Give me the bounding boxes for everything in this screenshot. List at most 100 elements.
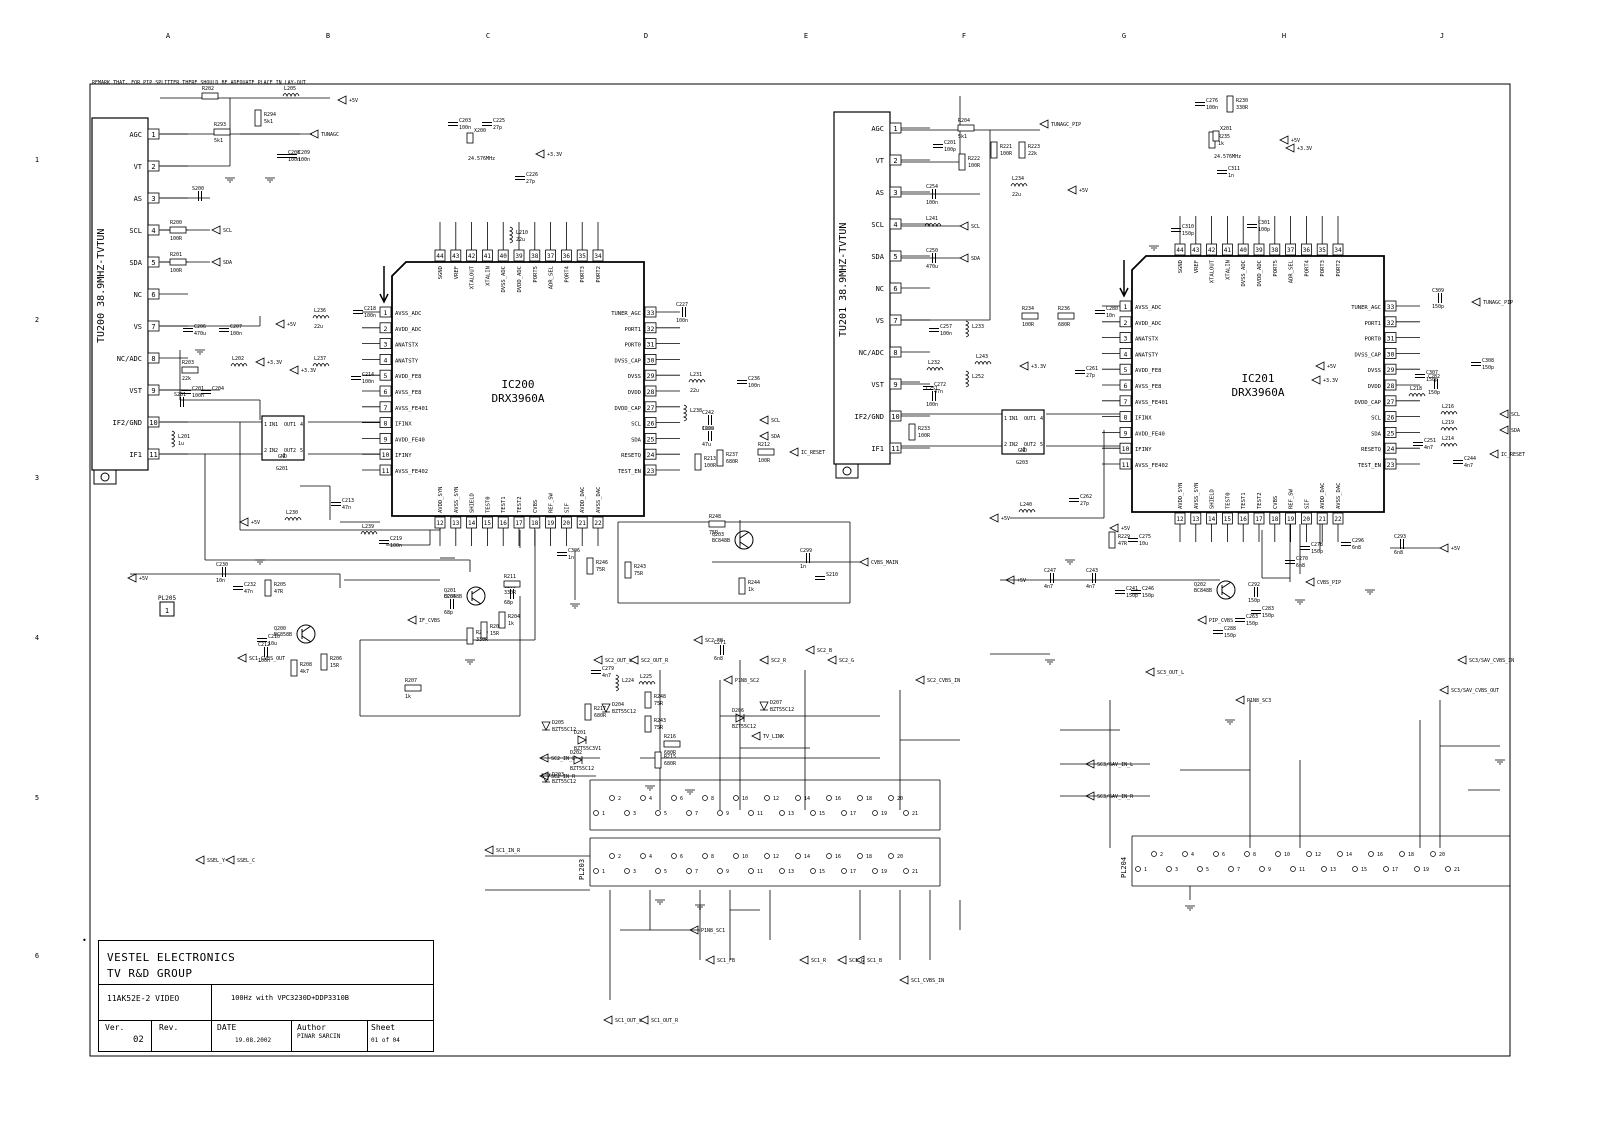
connector-pin-number: 11 (757, 869, 763, 875)
capacitor-icon (708, 415, 712, 425)
connector-pin-icon (702, 795, 708, 801)
component-value: 100p (944, 147, 956, 153)
ic-pin-box (450, 516, 462, 529)
component-value: 47n (342, 505, 351, 511)
capacitor-icon (1095, 310, 1105, 314)
ic-pin-number: 3 (384, 341, 388, 349)
ground-icon (265, 177, 275, 183)
component-ref: R248 (654, 694, 666, 700)
company-name: VESTEL ELECTRONICS (107, 951, 236, 964)
ic-pin-box (379, 353, 392, 365)
component-ref: C230 (216, 562, 228, 568)
component-value: BZT55C12 (552, 727, 576, 733)
ic-pin-number: 35 (579, 253, 587, 260)
component-value: 100R (170, 236, 183, 242)
component-value: 100p (1258, 227, 1270, 233)
crystal-frequency: 24.576MHz (1214, 154, 1241, 160)
component-ref: L230 (286, 510, 298, 516)
component-ref: S210 (826, 572, 838, 578)
connector-pin-icon (717, 868, 723, 874)
connector-pin-icon (1166, 866, 1172, 872)
ic-pin-name: AVSS_FE402 (1135, 463, 1168, 469)
saw-body (261, 415, 305, 461)
net-label: SSEL_Y (207, 858, 225, 864)
connector-pin-icon (810, 868, 816, 874)
component-value: 22k (1028, 151, 1037, 157)
ic-pin-number: 37 (547, 253, 555, 260)
ic-pin-number: 32 (647, 325, 655, 333)
net-flag-tunagc-pip: TUNAGC_PIP (1039, 119, 1081, 129)
ic-pin-box (481, 516, 493, 529)
capacitor-icon (682, 307, 686, 317)
ic-pin-box (1190, 512, 1202, 525)
ic-pin-box (1253, 512, 1265, 525)
component-ref: C246 (1142, 586, 1154, 592)
component-l224: L224 (614, 674, 634, 692)
ic-pin-box (1119, 426, 1132, 438)
net-label: SDA (223, 260, 232, 266)
ic-pin-box (1269, 243, 1281, 256)
ic-pin-number: 22 (1334, 516, 1342, 523)
component-value: 470u (926, 264, 938, 270)
component-value: 680R (594, 713, 607, 719)
resistor-icon (716, 449, 724, 467)
component-value: 4n7 (1424, 445, 1433, 451)
net-flag-p33v: +3.3V (535, 149, 562, 159)
saw-pin: 3 (282, 453, 285, 459)
connector-pin-number: 17 (850, 869, 856, 875)
tuner-pin-number: 7 (151, 323, 155, 331)
net-flag-p5v: +5V (275, 319, 296, 329)
inductor-icon (1440, 443, 1458, 448)
component-ref: C307 (1426, 370, 1438, 376)
ic-pin-name: TEST_EN (1358, 463, 1381, 469)
resistor-icon (503, 580, 521, 588)
ic-pin-number: 34 (594, 253, 602, 260)
tuner-pin-number: 7 (893, 317, 897, 325)
connector-pin-icon (841, 868, 847, 874)
connector-pin-number: 10 (1284, 852, 1290, 858)
capacitor-icon (932, 391, 936, 401)
component-value: 100R (758, 458, 771, 464)
inductor-icon (1440, 411, 1458, 416)
capacitor-icon (277, 154, 287, 158)
connector-pin-icon (686, 868, 692, 874)
connector-pin-icon (1337, 851, 1343, 857)
component-ref: R236 (1058, 306, 1070, 312)
port-flag-icon (723, 675, 733, 685)
ic-pin-box (1119, 411, 1132, 423)
component-l202: L202 (230, 356, 248, 368)
ic-pin-name: TEST1 (1241, 492, 1247, 509)
ic-pin-name: VREF (1194, 260, 1200, 273)
component-value: 1k (748, 587, 754, 593)
ic-pin-number: 26 (647, 420, 655, 428)
saw-pin: 1 (264, 422, 267, 428)
ic-pin-name: AVSS_SYN (1194, 483, 1200, 510)
inductor-icon (1018, 509, 1036, 514)
port-flag-icon (1311, 375, 1321, 385)
resistor-icon (957, 124, 975, 132)
capacitor-icon (1069, 498, 1079, 502)
port-flag-icon (1005, 575, 1015, 585)
tuner-pin-box (147, 128, 160, 140)
component-value: 330R (476, 637, 489, 643)
component-ref: C311 (1228, 166, 1240, 172)
ic-pin-box (497, 249, 509, 262)
ic-pin-name: AVDD_ADC (395, 327, 422, 333)
ic-pin-number: 18 (531, 520, 539, 527)
net-flag-sc3-cvbs-in: SC3/SAV_CVBS_IN (1457, 655, 1514, 665)
component-ref: L243 (976, 354, 988, 360)
capacitor-icon (929, 328, 939, 332)
connector-ref: PL203 (578, 859, 586, 880)
ic-pin-number: 25 (647, 435, 655, 443)
